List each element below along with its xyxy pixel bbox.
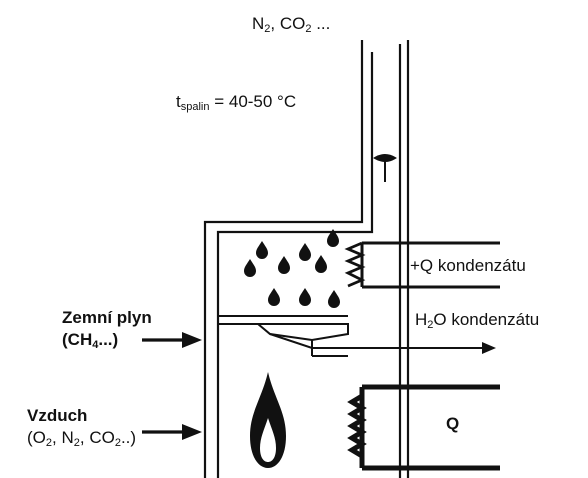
droplet [315,255,327,273]
air-ellipsis: ..) [120,428,137,447]
condensate-arrow-head [482,342,496,354]
droplet [299,243,311,261]
flame-icon [250,372,286,468]
droplet [278,256,290,274]
condensation-heat-label: +Q kondenzátu [410,256,526,275]
gas-formula-sub: 4 [92,339,99,351]
main-heat-exchanger [347,384,500,471]
water-droplet-icon [244,229,340,308]
air-co-sub: 2 [114,437,121,449]
droplet [299,288,311,306]
droplet [256,241,268,259]
water-h: H [415,310,428,329]
boiler-housing [203,40,410,478]
main-coil-zigzag [347,393,367,459]
air-n-sub: 2 [73,437,80,449]
natural-gas-label: Zemní plyn [62,308,152,327]
exhaust-co-sub: 2 [305,23,312,35]
damper-blade [373,154,397,162]
burner-head [257,323,349,342]
flue-damper-icon [373,154,397,182]
gas-formula-b: ...) [98,330,119,349]
exhaust-n-sub: 2 [264,23,271,35]
water-condensate-label: H2O kondenzátu [415,310,540,331]
coil-zigzag [344,241,366,288]
flue-temperature-label: tspalin = 40-50 °C [176,92,297,113]
air-o-sub: 2 [45,437,53,449]
condensing-heat-exchanger [344,241,500,289]
air-arrow-head [182,424,202,440]
gas-arrow-head [182,332,202,348]
temperature-symbol: t [176,92,181,111]
gas-formula-a: (CH [62,330,93,349]
air-label: Vzduch [27,406,88,425]
natural-gas-formula: (CH4...) [62,330,119,351]
air-o: (O [27,428,46,447]
heat-output-label: Q [446,414,460,433]
water-rest: O kondenzátu [433,310,540,329]
exhaust-ellipsis: ... [311,14,331,33]
water-h-sub: 2 [427,319,434,331]
flame-inner [260,418,276,462]
air-inlet-arrow [142,424,202,440]
droplet [244,259,256,277]
outer-wall [203,40,364,478]
burner-icon [218,315,488,357]
air-co: , CO [79,428,115,447]
exhaust-n: N [252,14,265,33]
air-composition: (O2, N2, CO2..) [27,428,137,449]
air-n: , N [52,428,74,447]
droplet [328,290,340,308]
exhaust-co: , CO [270,14,306,33]
droplet [268,288,280,306]
gas-inlet-arrow [142,332,202,348]
temperature-value: = 40-50 °C [209,92,297,111]
exhaust-gases-label: N2, CO2 ... [252,14,331,35]
temperature-subscript: spalin [180,101,210,113]
inner-wall [216,52,374,478]
